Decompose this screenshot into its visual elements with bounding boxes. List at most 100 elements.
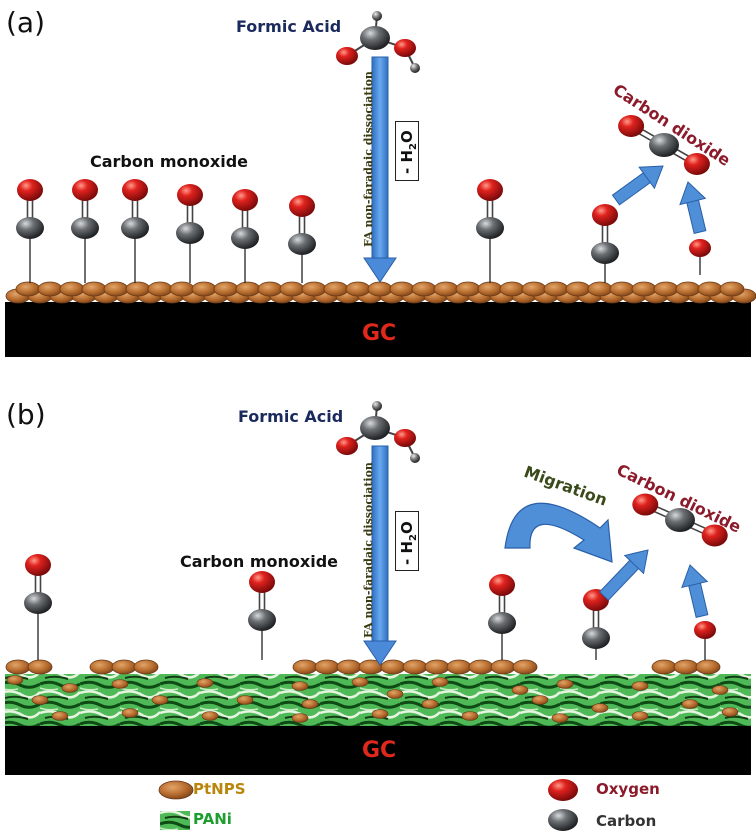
ptnp-particle — [301, 281, 327, 297]
carbon-atom — [24, 592, 52, 614]
ptnp-particle — [697, 281, 723, 297]
carbon-atom — [360, 416, 390, 440]
ptnp-particle — [201, 711, 219, 721]
carbon-atom — [665, 508, 695, 532]
panel-a-co-molecule — [16, 179, 44, 283]
ptnp-particle — [103, 281, 129, 297]
panel-b-co-molecule — [488, 574, 516, 660]
ptnp-particle — [81, 281, 107, 297]
arrow-shaft — [598, 558, 641, 601]
ptnp-particle — [511, 685, 529, 695]
hydrogen-atom — [410, 453, 420, 463]
panel-a-co-adsorbed-right — [591, 204, 619, 283]
legend-pani-label: PANi — [193, 810, 232, 828]
carbon-atom — [476, 217, 504, 239]
oxygen-atom — [689, 239, 711, 257]
carbon-atom — [488, 612, 516, 634]
panel-b-electrode-label: GC — [362, 738, 397, 763]
oxygen-atom — [694, 621, 716, 639]
oxygen-atom — [489, 574, 515, 596]
carbon-atom — [288, 233, 316, 255]
oxygen-atom — [701, 524, 728, 547]
ptnp-particle — [367, 281, 393, 297]
panel-a-formic-acid-molecule — [336, 11, 420, 73]
ptnp-particle — [631, 681, 649, 691]
panel-a-ptnp-layer-upper — [15, 281, 745, 297]
panel-a-co-molecule — [176, 184, 204, 283]
ptnp-particle — [681, 699, 699, 709]
carbon-atom — [71, 217, 99, 239]
panel-b-water-box — [395, 511, 419, 571]
ptnp-particle — [556, 679, 574, 689]
oxygen-atom — [632, 493, 659, 516]
oxygen-atom — [618, 115, 645, 137]
oxygen-atom — [177, 184, 203, 206]
panel-a-electrode-label: GC — [362, 321, 397, 346]
ptnp-particle — [314, 659, 340, 675]
legend-pani-swatch — [160, 811, 190, 830]
ptnp-particle — [380, 659, 406, 675]
panel-a-co2-molecule — [618, 115, 710, 175]
ptnp-particle — [551, 713, 569, 723]
panel-a-co-molecule — [288, 195, 316, 283]
ptnp-particle — [675, 281, 701, 297]
oxygen-atom — [477, 179, 503, 201]
ptnp-particle — [121, 708, 139, 718]
ptnp-particle — [421, 699, 439, 709]
ptnp-particle — [151, 695, 169, 705]
legend-oxygen-swatch — [548, 779, 578, 801]
oxygen-atom — [336, 437, 358, 455]
panel-b-embedded-ptnps — [6, 675, 739, 723]
ptnp-particle — [433, 281, 459, 297]
panel-b-co-molecule — [248, 571, 276, 660]
ptnp-particle — [5, 659, 31, 675]
ptnp-particle — [587, 281, 613, 297]
arrow-head — [681, 564, 709, 589]
ptnp-particle — [719, 281, 745, 297]
oxygen-atom — [336, 47, 358, 65]
panel-b-co-molecule — [24, 554, 52, 660]
carbon-atom — [176, 222, 204, 244]
ptnp-particle — [490, 659, 516, 675]
ptnp-particle — [446, 659, 472, 675]
ptnp-particle — [468, 659, 494, 675]
panel-a-co-molecule — [476, 179, 504, 283]
panel-a-co-molecule — [71, 179, 99, 283]
hydrogen-atom — [372, 401, 382, 411]
ptnp-particle — [291, 681, 309, 691]
ptnp-particle — [721, 707, 739, 717]
legend-carbon-swatch — [548, 809, 578, 831]
panel-a-co-molecule — [231, 189, 259, 283]
legend-ptnps-label: PtNPS — [193, 780, 246, 798]
ptnp-particle — [695, 659, 721, 675]
arrow-shaft — [685, 197, 707, 235]
ptnp-particle — [345, 281, 371, 297]
ptnp-particle — [292, 659, 318, 675]
ptnp-particle — [169, 281, 195, 297]
hydrogen-atom — [372, 11, 382, 21]
ptnp-particle — [673, 659, 699, 675]
legend-ptnp-swatch — [158, 780, 194, 800]
panel-b-water-label: - H2O — [398, 521, 419, 565]
oxygen-atom — [394, 429, 416, 447]
ptnp-particle — [565, 281, 591, 297]
panel-b-dissociation-arrow — [363, 445, 397, 666]
ptnp-particle — [402, 659, 428, 675]
panel-b-label: (b) — [6, 398, 46, 431]
carbon-atom — [591, 242, 619, 264]
ptnp-particle — [512, 659, 538, 675]
ptnp-particle — [323, 281, 349, 297]
oxygen-atom — [25, 554, 51, 576]
ptnp-particle — [711, 685, 729, 695]
arrow-head — [363, 257, 397, 283]
ptnp-particle — [235, 281, 261, 297]
ptnp-particle — [461, 711, 479, 721]
ptnp-particle — [279, 281, 305, 297]
panel-a-label: (a) — [6, 6, 46, 39]
ptnp-particle — [291, 713, 309, 723]
oxygen-atom — [17, 179, 43, 201]
oxygen-atom — [72, 179, 98, 201]
ptnp-particle — [27, 659, 53, 675]
panel-a-water-label: - H2O — [398, 130, 419, 174]
